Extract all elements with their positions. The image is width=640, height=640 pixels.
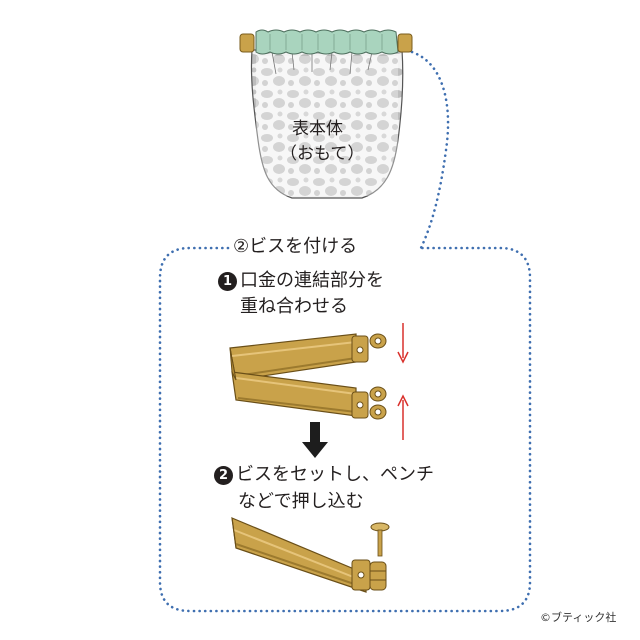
pouch-sublabel: （おもて） <box>280 144 365 164</box>
step-2-number: 2 <box>214 465 233 485</box>
section-title: ②ビスを付ける <box>233 236 358 257</box>
section-dotted-border <box>158 246 532 613</box>
frame-end-right <box>397 33 413 53</box>
step-1-text-line2: 重ね合わせる <box>240 296 348 317</box>
pouch-label: 表本体 <box>292 119 343 139</box>
step2-frame-illustration <box>231 517 390 593</box>
step-1-number: 1 <box>218 271 237 291</box>
black-arrow-down-icon <box>302 422 328 458</box>
frame-end-left <box>239 33 255 53</box>
step-2-text-line1: ビスをセットし、ペンチ <box>236 464 434 485</box>
red-arrow-down <box>397 323 409 364</box>
red-arrow-up <box>397 394 409 440</box>
step-2-text-line2: などで押し込む <box>238 491 364 512</box>
connector-dotted-line <box>410 50 450 252</box>
step-2: 2 ビスをセットし、ペンチ <box>214 464 434 486</box>
step1-frame-illustration <box>229 333 387 420</box>
step-1-text-line1: 口金の連結部分を <box>240 270 384 291</box>
copyright-credit: ©ブティック社 <box>540 611 617 624</box>
step-1: 1 口金の連結部分を <box>218 270 384 292</box>
pouch-illustration <box>239 29 413 199</box>
